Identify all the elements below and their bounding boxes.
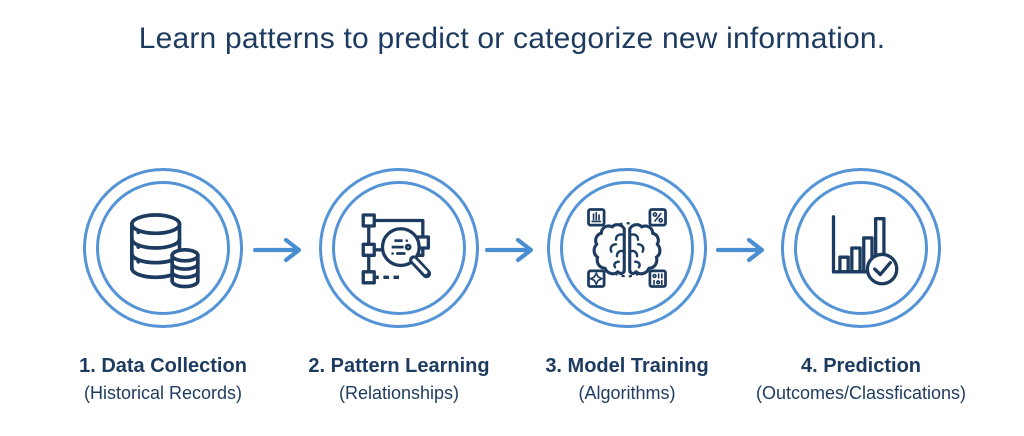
arrow-icon [716,237,765,263]
pattern-search-icon [361,213,432,285]
step-4-circle [781,168,941,328]
arrow-icon [485,237,534,263]
step-1-inner-ring [96,181,230,315]
chart-check-icon [831,215,899,286]
step-4-subtitle: (Outcomes/Classfications) [755,383,967,403]
step-3-subtitle: (Algorithms) [578,383,676,403]
step-1-title: 1. Data Collection [79,355,247,377]
step-1-circle [83,168,243,328]
brain-network-icon [587,208,667,288]
step-2-title: 2. Pattern Learning [308,355,490,377]
step-2-inner-ring [332,181,466,315]
step-3-label: 3. Model Training (Algorithms) [477,352,777,406]
step-3-inner-ring [560,181,694,315]
step-1-subtitle: (Historical Records) [83,383,243,403]
step-2-circle [319,168,479,328]
step-2-label: 2. Pattern Learning (Relationships) [249,352,549,406]
step-3-circle [547,168,707,328]
step-2-subtitle: (Relationships) [338,383,460,403]
step-4-label: 4. Prediction (Outcomes/Classfications) [711,352,1011,406]
database-icon [130,213,200,289]
slide-title: Learn patterns to predict or categorize … [138,22,886,55]
step-4-inner-ring [794,181,928,315]
arrow-icon [253,237,302,263]
step-3-title: 3. Model Training [545,355,709,377]
step-1-label: 1. Data Collection (Historical Records) [13,352,313,406]
step-4-title: 4. Prediction [800,355,922,377]
